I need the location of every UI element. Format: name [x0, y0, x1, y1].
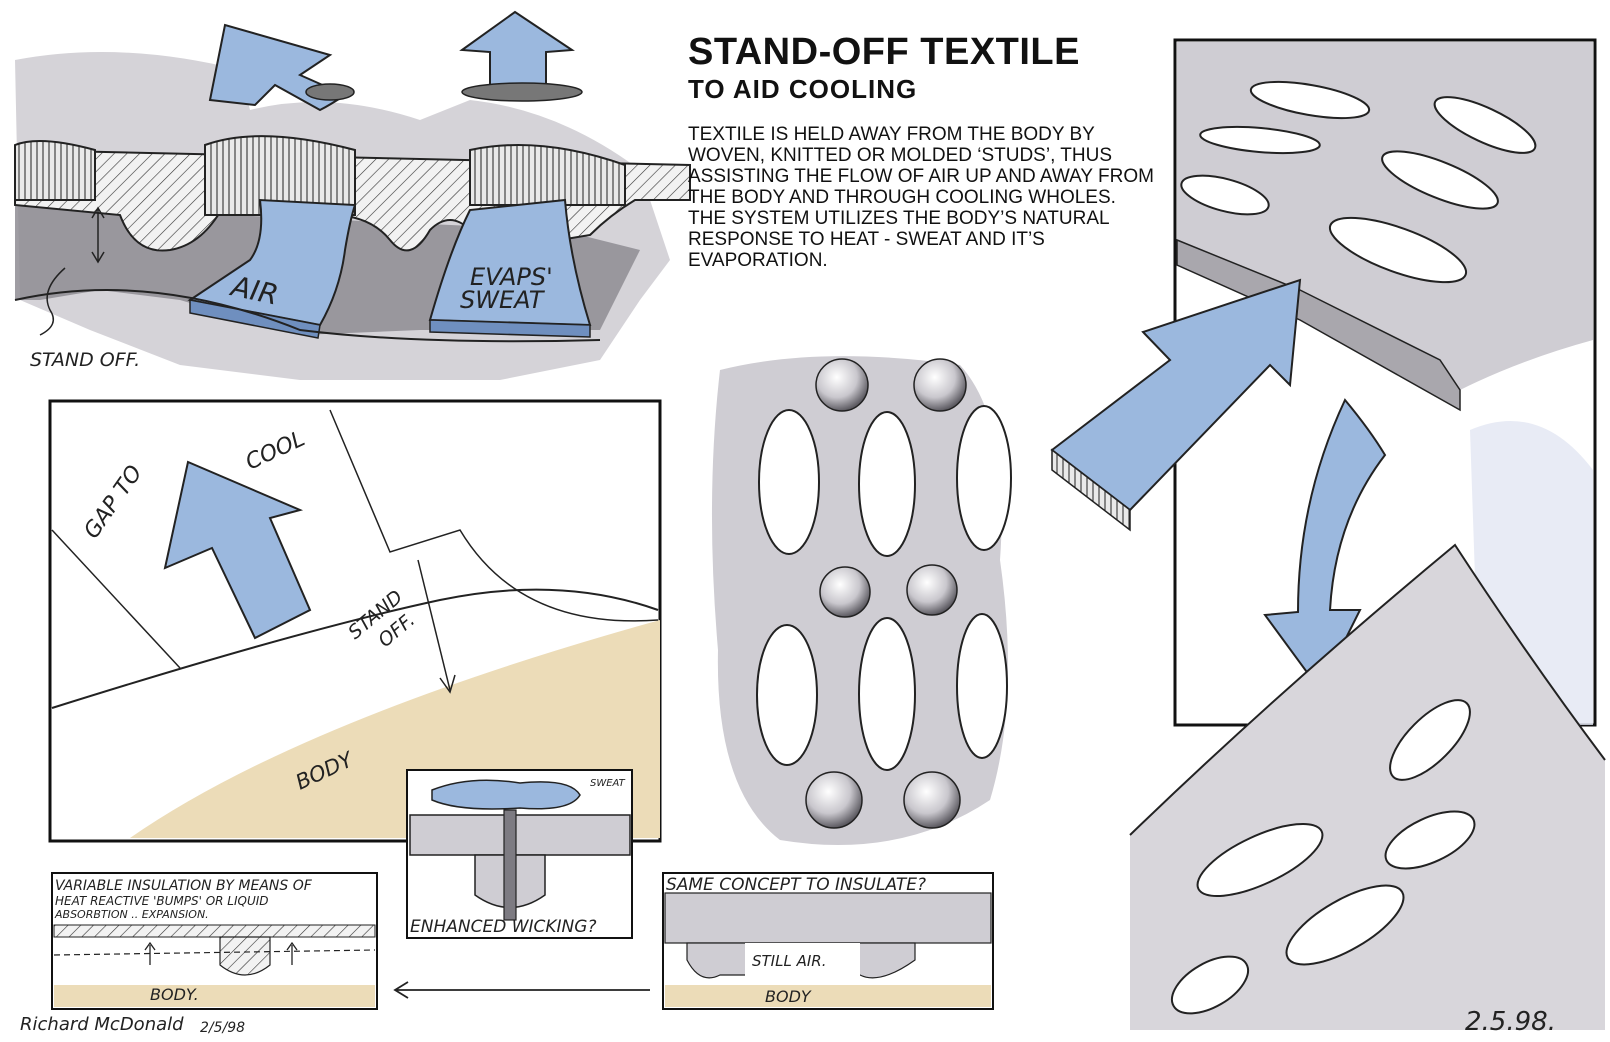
description-text: TEXTILE IS HELD AWAY FROM THE BODY BY WO…: [688, 124, 1154, 271]
vent-oval-2: [858, 411, 916, 557]
textile-sheet-edge: [1176, 238, 1461, 412]
textile-edge: [51, 588, 659, 709]
textile-strip: [409, 814, 631, 856]
fold-hole-2: [1196, 822, 1324, 898]
sketch-line-1: [51, 529, 181, 669]
air-flow-band: [187, 198, 357, 327]
stud-1: [14, 140, 96, 201]
gap-arrow: [439, 674, 456, 694]
vent-oval-1: [758, 409, 820, 555]
insulation-line-3: ABSORBTION .. EXPANSION.: [54, 908, 209, 921]
vent-hole-2: [461, 82, 583, 102]
insulation-line-1: VARIABLE INSULATION BY MEANS OF: [55, 878, 313, 894]
hole-1: [1249, 80, 1371, 120]
stud-dot-2: [913, 358, 967, 412]
skin-line: [14, 289, 601, 343]
still-air-gap: [745, 943, 860, 976]
sweat-blob: [431, 779, 581, 810]
standoff-gap-line: [417, 559, 451, 691]
vent-oval-3: [956, 405, 1012, 551]
insulation-body-strip: [54, 985, 375, 1007]
fold-hole-4: [1285, 884, 1405, 966]
hole-4: [1381, 150, 1499, 210]
stud-dot-5: [805, 771, 863, 829]
insulation-panel: VARIABLE INSULATION BY MEANS OF HEAT REA…: [51, 872, 378, 1010]
vent-hole-1: [305, 83, 355, 101]
page-title: STAND-OFF TEXTILE: [688, 31, 1080, 73]
wicking-caption: ENHANCED WICKING?: [410, 917, 596, 937]
folded-sheet: [1129, 543, 1606, 1030]
hole-2: [1433, 96, 1537, 154]
hole-3: [1199, 125, 1321, 155]
vent-oval-5: [858, 617, 916, 771]
same-concept-panel: SAME CONCEPT TO INSULATE? STILL AIR. BOD…: [662, 872, 994, 1010]
stud-dot-6: [903, 771, 961, 829]
top-cross-section: AIR EVAPS' SWEAT STAND OFF.: [14, 10, 691, 380]
folded-sheet-edge: [1129, 543, 1606, 836]
stud-dot-1: [815, 358, 869, 412]
gap-to-cool-panel: GAP TO COOL STAND OFF. BODY: [48, 399, 662, 843]
sweat-flow-edge: [429, 319, 591, 338]
standoff-label: STAND OFF.: [30, 349, 140, 371]
fold-hole-1: [1389, 699, 1471, 781]
vent-oval-6: [956, 613, 1008, 759]
still-air-label: STILL AIR.: [752, 952, 826, 970]
stud-2: [204, 135, 356, 216]
insulation-layer: [53, 924, 376, 938]
leader-line: [39, 267, 66, 336]
transfer-arrow: [393, 981, 650, 999]
stud-dot-4: [906, 564, 958, 616]
wicking-channel: [503, 809, 517, 921]
vent-oval-4: [756, 624, 818, 766]
dimension-arrows: [91, 206, 105, 264]
insulation-line-2: HEAT REACTIVE 'BUMPS' OR LIQUID: [55, 894, 269, 908]
right-date: 2.5.98.: [1465, 1007, 1556, 1037]
fold-hole-3: [1384, 810, 1476, 870]
concept-textile: [664, 892, 992, 944]
inflow-arrow-side: [1051, 448, 1131, 532]
air-flow-edge: [189, 299, 321, 339]
curved-down-arrow: [1263, 398, 1387, 692]
evaps-label: EVAPS': [470, 263, 553, 291]
folded-sheet-body: [1130, 545, 1605, 1030]
insulation-body-label: BODY.: [150, 985, 199, 1004]
wicking-sweat-label: SWEAT: [590, 778, 626, 789]
stud-pattern: [711, 356, 1012, 845]
sweat-label: SWEAT: [460, 286, 546, 314]
left-signature: Richard McDonald: [20, 1014, 184, 1035]
title-block: STAND-OFF TEXTILE TO AID COOLING: [688, 30, 1168, 104]
stud-dot-3: [819, 566, 871, 618]
expansion-arrows: [144, 941, 298, 965]
hole-5: [1180, 174, 1270, 216]
vertical-air-arrow: [459, 10, 575, 96]
wicking-inset: SWEAT ENHANCED WICKING?: [406, 769, 633, 939]
concept-question: SAME CONCEPT TO INSULATE?: [666, 875, 926, 895]
page-subtitle: TO AID COOLING: [688, 74, 918, 104]
concept-body-label: BODY: [765, 987, 812, 1006]
fold-hole-5: [1171, 955, 1249, 1015]
dashed-line: [53, 949, 376, 956]
hole-6: [1328, 216, 1468, 284]
left-date: 2/5/98: [200, 1020, 245, 1036]
cool-arrow: [163, 460, 312, 640]
concept-body-strip: [665, 985, 991, 1007]
inflow-arrow: [1050, 278, 1302, 512]
insulation-bump: [219, 936, 271, 976]
sketch-line-2: [329, 409, 659, 622]
stud-3: [469, 144, 626, 206]
